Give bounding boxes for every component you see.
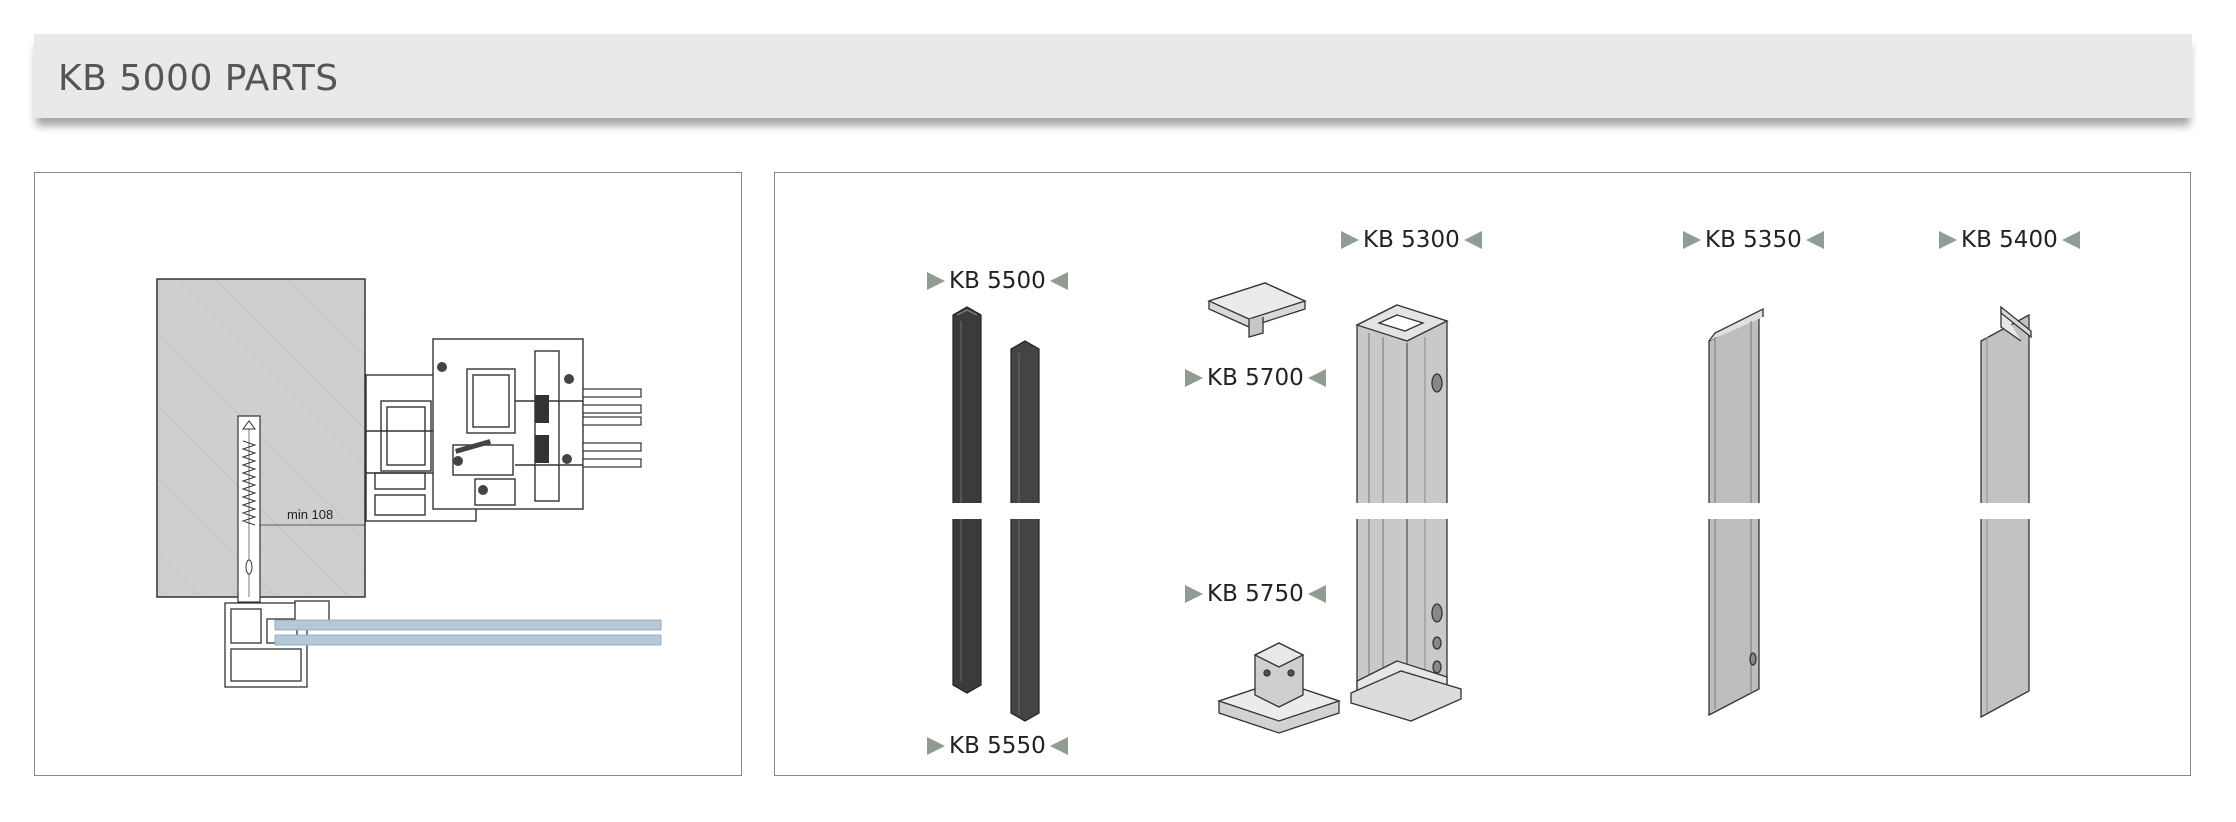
part-code: KB 5550 <box>949 733 1046 759</box>
glass-pane-1 <box>274 619 662 631</box>
section-drawing: min 108 <box>156 278 662 688</box>
parts-illustration <box>895 282 2095 734</box>
frame-gaskets <box>437 362 574 495</box>
marker-left-icon <box>1939 231 1957 249</box>
marker-right-icon <box>1805 231 1824 249</box>
page-header: KB 5000 PARTS <box>34 34 2192 118</box>
page-title: KB 5000 PARTS <box>58 58 339 99</box>
kb5550-seal-strip <box>1010 340 1040 722</box>
label-kb5350: KB 5350 <box>1683 227 1824 253</box>
kb5750-base-plate <box>1216 642 1342 734</box>
section-drawing-panel: min 108 <box>34 172 742 776</box>
marker-left-icon <box>1341 231 1359 249</box>
wall-hatch <box>156 278 366 598</box>
label-kb5500: KB 5500 <box>927 268 1068 294</box>
kb5500-seal-strip <box>952 306 982 694</box>
part-code: KB 5300 <box>1363 227 1460 253</box>
window-frame-profile <box>365 338 584 522</box>
marker-right-icon <box>1049 737 1068 755</box>
dimension-label: min 108 <box>287 507 333 522</box>
kb5700-end-cap <box>1207 282 1307 338</box>
marker-right-icon <box>1307 585 1326 603</box>
label-kb5300: KB 5300 <box>1341 227 1482 253</box>
marker-right-icon <box>1307 369 1326 387</box>
marker-left-icon <box>927 272 945 290</box>
label-kb5750: KB 5750 <box>1185 581 1326 607</box>
part-code: KB 5350 <box>1705 227 1802 253</box>
marker-left-icon <box>1185 585 1203 603</box>
marker-left-icon <box>1185 369 1203 387</box>
glazing-unit <box>582 388 642 468</box>
marker-right-icon <box>1049 272 1068 290</box>
part-code: KB 5700 <box>1207 365 1304 391</box>
marker-right-icon <box>1463 231 1482 249</box>
anchor-spring <box>241 440 257 526</box>
part-code: KB 5750 <box>1207 581 1304 607</box>
marker-left-icon <box>1683 231 1701 249</box>
label-kb5700: KB 5700 <box>1185 365 1326 391</box>
glass-pane-2 <box>274 634 662 646</box>
parts-panel: KB 5500 KB 5550 KB 5300 KB 5700 KB 5750 … <box>774 172 2191 776</box>
marker-right-icon <box>2061 231 2080 249</box>
label-kb5550: KB 5550 <box>927 733 1068 759</box>
part-code: KB 5500 <box>949 268 1046 294</box>
length-break-gap <box>895 503 2095 519</box>
label-kb5400: KB 5400 <box>1939 227 2080 253</box>
marker-left-icon <box>927 737 945 755</box>
part-code: KB 5400 <box>1961 227 2058 253</box>
glazing-spacers <box>535 395 549 463</box>
